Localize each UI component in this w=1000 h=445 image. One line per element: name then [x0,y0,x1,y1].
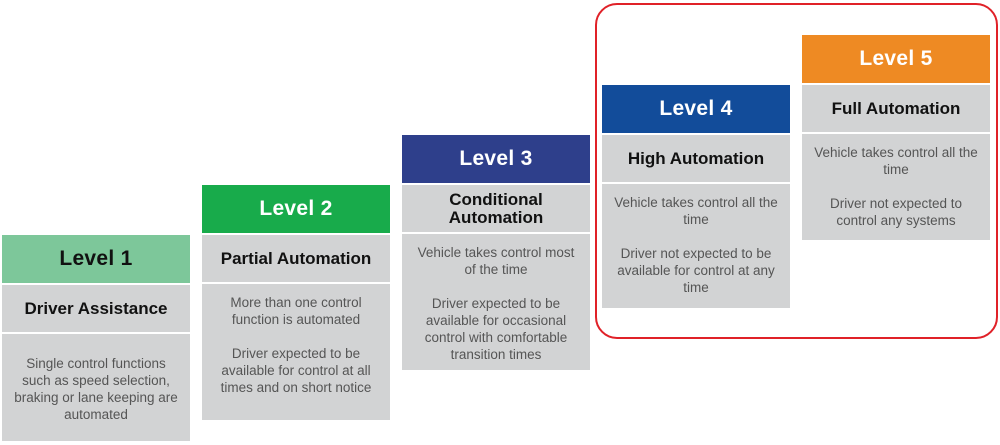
level-1-header: Level 1 [2,235,190,283]
level-1-description-text: Single control functions such as speed s… [14,356,178,422]
level-3-description-text-2: Driver expected to be available for occa… [424,296,568,362]
level-4-name: High Automation [602,135,790,182]
level-4-column: Level 4 High Automation Vehicle takes co… [602,85,790,308]
highlight-box [595,3,998,339]
level-3-column: Level 3 Conditional Automation Vehicle t… [402,135,590,370]
level-2-name: Partial Automation [202,235,390,282]
level-4-header: Level 4 [602,85,790,133]
level-3-description-text-1: Vehicle takes control most of the time [417,245,575,277]
level-5-description-text-2: Driver not expected to control any syste… [829,196,963,228]
level-5-name: Full Automation [802,85,990,132]
level-4-description: Vehicle takes control all the time Drive… [602,184,790,308]
level-5-description: Vehicle takes control all the time Drive… [802,134,990,240]
level-2-header: Level 2 [202,185,390,233]
level-3-description: Vehicle takes control most of the time D… [402,234,590,370]
level-5-column: Level 5 Full Automation Vehicle takes co… [802,35,990,240]
level-2-column: Level 2 Partial Automation More than one… [202,185,390,420]
level-2-description: More than one control function is automa… [202,284,390,420]
level-1-description: Single control functions such as speed s… [2,334,190,441]
level-3-name: Conditional Automation [402,185,590,232]
level-4-description-text-1: Vehicle takes control all the time [614,195,778,227]
level-1-name: Driver Assistance [2,285,190,332]
level-5-header: Level 5 [802,35,990,83]
level-2-description-text-1: More than one control function is automa… [230,295,362,327]
level-3-header: Level 3 [402,135,590,183]
level-4-description-text-2: Driver not expected to be available for … [617,246,775,295]
level-1-column: Level 1 Driver Assistance Single control… [2,235,190,441]
level-2-description-text-2: Driver expected to be available for cont… [220,346,372,395]
level-5-description-text-1: Vehicle takes control all the time [814,145,978,177]
